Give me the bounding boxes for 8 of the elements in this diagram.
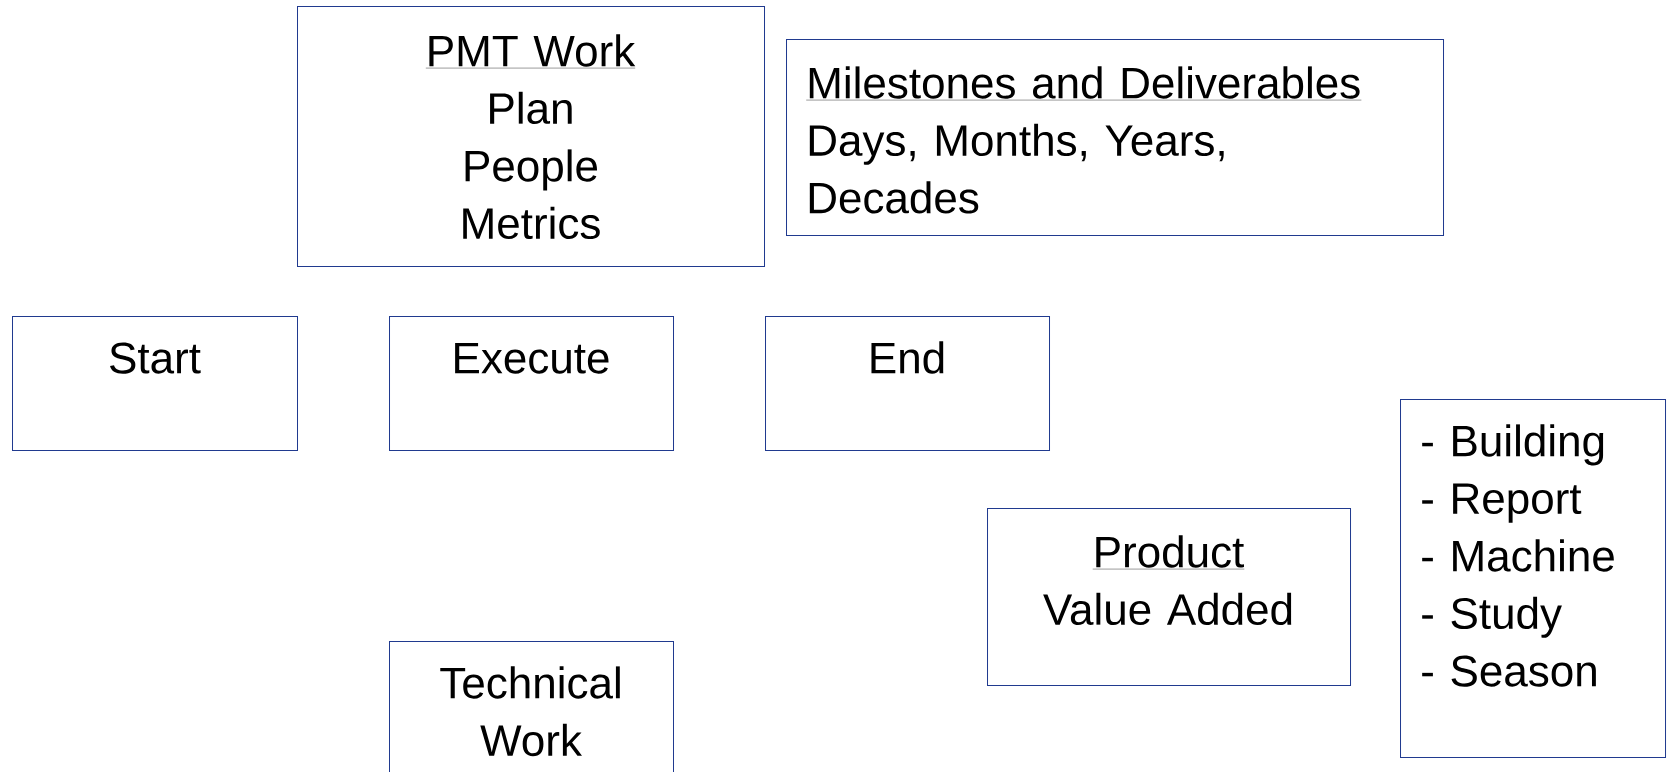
text-box: Technical Work	[389, 641, 674, 772]
text-box: Execute	[389, 316, 674, 451]
text-box: PMT Work Plan People Metrics	[297, 6, 765, 267]
text-box: Start	[12, 316, 298, 451]
text-box: - Building - Report - Machine - Study - Season	[1400, 399, 1666, 758]
text-box: Product Value Added	[987, 508, 1351, 686]
text-box: Milestones and Deliverables Days, Months, Years, Decades	[786, 39, 1444, 236]
text-box: End	[765, 316, 1050, 451]
